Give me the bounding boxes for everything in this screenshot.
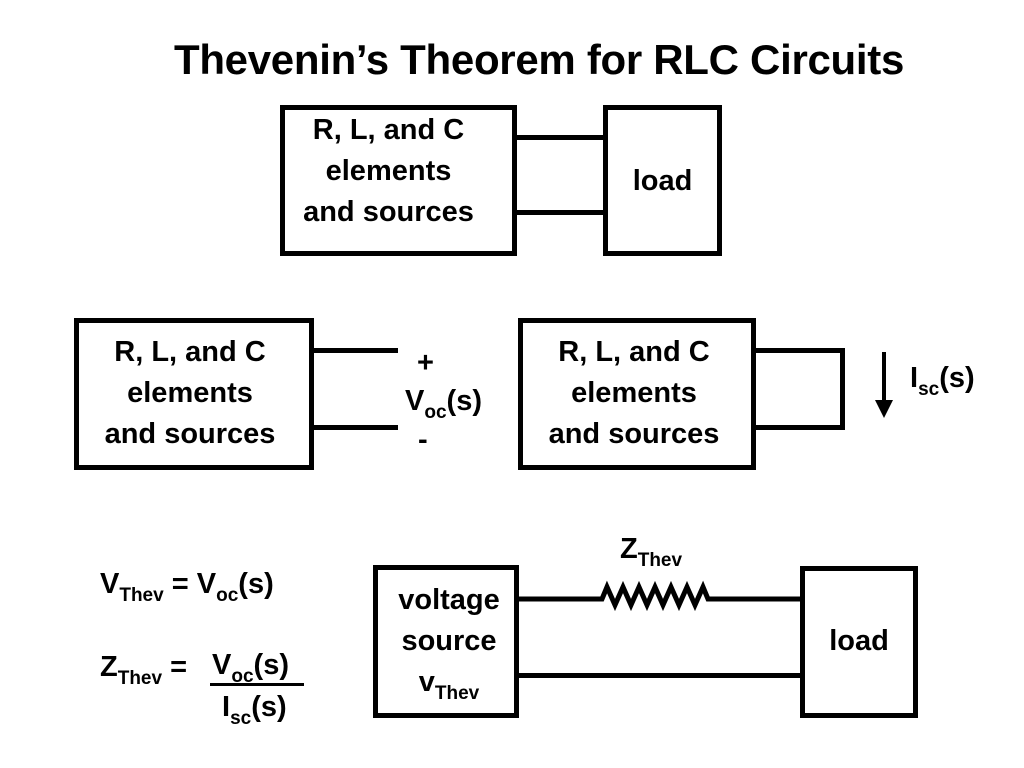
network-box-line: R, L, and C (558, 336, 710, 368)
minus-sign: - (418, 424, 428, 456)
fraction-denominator: Isc(s) (222, 691, 287, 729)
network-box-top (280, 105, 517, 256)
load-box-top (603, 105, 722, 256)
wire-open-lower (314, 425, 398, 430)
load-box-bottom (800, 566, 918, 718)
network-box-top-text: R, L, and C elements and sources (280, 110, 497, 233)
voltage-source-box (373, 565, 519, 718)
wire-bottom-return (519, 673, 801, 678)
voltage-source-line: source (401, 625, 497, 657)
zthev-impedance-label: ZThev (620, 533, 683, 571)
short-wire-upper (756, 348, 845, 353)
network-box-line: R, L, and C (114, 336, 266, 368)
network-box-open-circuit-text: R, L, and C elements and sources (74, 332, 306, 455)
load-label-top: load (632, 165, 693, 197)
network-box-line: and sources (104, 418, 276, 450)
network-box-short-circuit-text: R, L, and C elements and sources (518, 332, 750, 455)
network-box-line: elements (325, 155, 452, 187)
vthev-equation: VThev = Voc(s) (100, 568, 274, 606)
network-box-short-circuit (518, 318, 756, 470)
fraction-bar (210, 683, 304, 686)
network-box-open-circuit (74, 318, 314, 470)
voltage-source-line: voltage (398, 584, 500, 616)
isc-label: Isc(s) (910, 362, 975, 400)
zthev-lhs: ZThev = (100, 651, 188, 689)
wire-top-lower (517, 210, 605, 215)
plus-sign: + (417, 347, 434, 379)
voltage-source-text: voltage source vThev (373, 580, 525, 703)
network-box-line: elements (571, 377, 697, 409)
network-box-line: elements (127, 377, 253, 409)
fraction-numerator: Voc(s) (212, 649, 289, 687)
voc-label: Voc(s) (405, 385, 482, 423)
network-box-line: and sources (548, 418, 720, 450)
wire-open-upper (314, 348, 398, 353)
load-label-bottom: load (829, 625, 889, 657)
network-box-line: and sources (303, 196, 474, 228)
network-box-line: R, L, and C (312, 114, 465, 146)
page-title: Thevenin’s Theorem for RLC Circuits (173, 36, 905, 83)
wire-top-upper (517, 135, 605, 140)
short-wire-right (840, 348, 845, 430)
vthev-source-label: vThev (418, 666, 480, 704)
short-wire-lower (756, 425, 845, 430)
